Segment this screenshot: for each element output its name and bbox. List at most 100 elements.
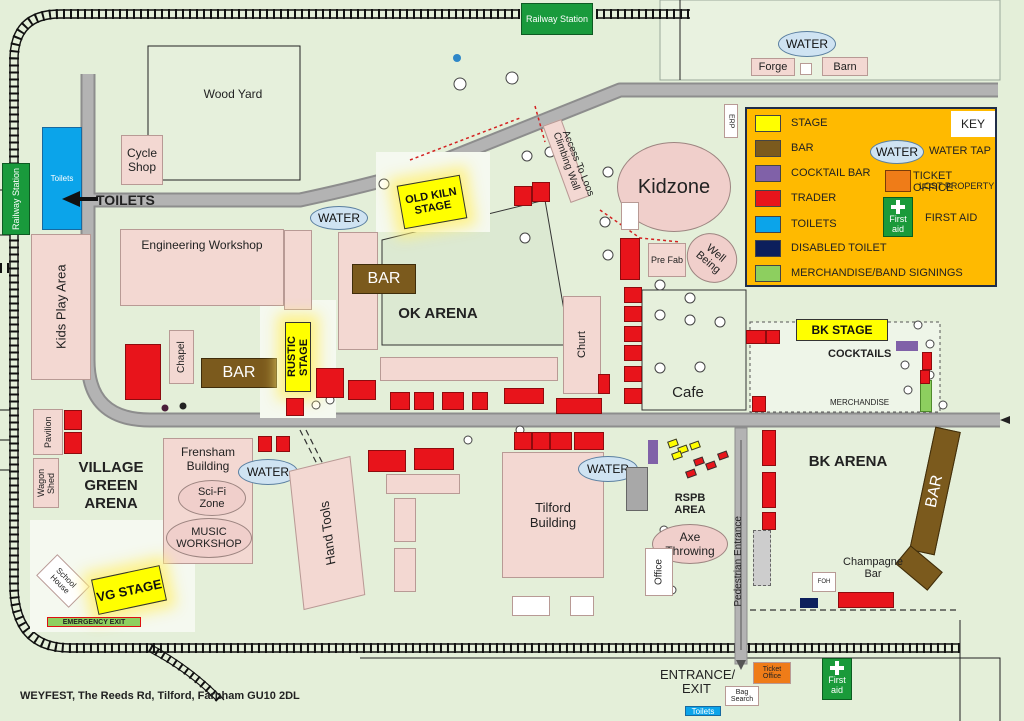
ticket-office: Ticket Office: [753, 662, 791, 684]
ticket-office-swatch: [885, 170, 911, 192]
pavilion: Pavilion: [33, 409, 63, 455]
address-footer: WEYFEST, The Reeds Rd, Tilford, Farnham …: [20, 690, 300, 702]
toilets-block-left: Toilets: [42, 127, 82, 230]
trader-stall: [316, 368, 344, 398]
portacabin: [626, 467, 648, 511]
cocktail-bar-swatch: [755, 164, 781, 182]
trader-stall: [556, 398, 602, 414]
trader-swatch: [755, 189, 781, 207]
kidzone-hut: [621, 202, 639, 230]
merchandise-label: MERCHANDISE: [830, 398, 890, 407]
trader-stall: [624, 306, 642, 322]
toilets-entrance: Toilets: [685, 706, 721, 716]
rustic-stage: RUSTIC STAGE: [285, 322, 311, 392]
kidzone: Kidzone: [617, 142, 731, 232]
ok-arena-front-building: [380, 357, 558, 381]
trader-stall: [514, 186, 532, 206]
erp-building: ERP: [724, 104, 738, 138]
legend-bar: BAR: [755, 139, 814, 157]
trader-stall: [472, 392, 488, 410]
trader-stall: [624, 326, 642, 342]
cocktails-label: COCKTAILS: [828, 348, 892, 360]
cocktail-bar: [896, 341, 918, 351]
trader-stall: [624, 345, 642, 361]
foh-box: FOH: [812, 572, 836, 592]
queue-barrier: [753, 530, 771, 586]
champagne-bar-label: Champagne Bar: [843, 556, 903, 581]
trader-stall: [762, 430, 776, 466]
bag-search: Bag Search: [725, 686, 759, 706]
tent: [386, 474, 460, 494]
office: Office: [645, 548, 673, 596]
legend-merchandise: MERCHANDISE/BAND SIGNINGS: [755, 264, 963, 282]
music-workshop: MUSIC WORKSHOP: [166, 518, 252, 558]
trader-stall: [258, 436, 272, 452]
tent: [394, 498, 416, 542]
trader-stall: [574, 432, 604, 450]
trader-stall: [125, 344, 161, 400]
bk-stage: BK STAGE: [796, 319, 888, 341]
village-green-arena-label: VILLAGE GREEN ARENA: [78, 459, 144, 512]
trader-stall: [598, 374, 610, 394]
cocktail-bar: [648, 440, 658, 464]
trader-stall: [838, 592, 894, 608]
legend-first-aid: FIRST AID: [925, 212, 978, 224]
legend-title: KEY: [951, 111, 995, 137]
water-tap: WATER: [310, 206, 368, 230]
map-legend: KEY STAGE BAR COCKTAIL BAR TRADER TOILET…: [745, 107, 997, 287]
trader-stall: [276, 436, 290, 452]
cycle-shop: Cycle Shop: [121, 135, 163, 185]
trader-stall: [64, 410, 82, 430]
trader-stall: [624, 366, 642, 382]
legend-disabled-toilet: DISABLED TOILET: [755, 239, 887, 257]
railway-station-left: Railway Station: [2, 163, 30, 235]
emergency-exit: EMERGENCY EXIT: [47, 617, 141, 627]
forge-annex: [800, 63, 812, 75]
toilets-arrow-icon: [62, 191, 98, 207]
legend-toilets: TOILETS: [755, 215, 837, 233]
trader-stall: [624, 287, 642, 303]
tent: [512, 596, 550, 616]
legend-water-icon: WATER: [870, 140, 924, 164]
trader-stall: [514, 432, 532, 450]
bar-rustic: BAR: [201, 358, 277, 388]
barn-building: Barn: [822, 57, 868, 76]
trader-stall: [920, 370, 930, 384]
engineering-workshop: Engineering Workshop: [120, 229, 284, 306]
churt-building: Churt: [563, 296, 601, 394]
toilets-swatch: [755, 215, 781, 233]
stage-swatch: [755, 114, 781, 132]
wood-yard-label: Wood Yard: [203, 87, 263, 101]
legend-water-label: WATER TAP: [929, 145, 991, 157]
legend-trader: TRADER: [755, 189, 836, 207]
legend-ticket-office: TICKET OFFICE: [913, 170, 954, 195]
trader-stall: [286, 398, 304, 416]
trader-stall: [368, 450, 406, 472]
entrance-exit-label: ENTRANCE/EXIT: [660, 667, 736, 697]
toilets-label: TOILETS: [96, 192, 155, 208]
kids-play-area: Kids Play Area: [31, 234, 91, 380]
bar-ok-arena: BAR: [352, 264, 416, 294]
trader-stall: [746, 330, 766, 344]
rspb-area-label: RSPB AREA: [674, 492, 706, 517]
disabled-toilet: [800, 598, 818, 608]
trader-stall: [390, 392, 410, 410]
trader-stall: [348, 380, 376, 400]
tent: [394, 548, 416, 592]
merchandise-swatch: [755, 264, 781, 282]
forge-building: Forge: [751, 58, 795, 76]
trader-stall: [624, 388, 642, 404]
pedestrian-entrance-label: Pedestrian Entrance: [733, 516, 744, 607]
cafe-label: Cafe: [672, 384, 704, 401]
water-tap: WATER: [778, 31, 836, 57]
legend-cocktail-bar: COCKTAIL BAR: [755, 164, 870, 182]
workshop-annex: [284, 230, 312, 310]
chapel: Chapel: [169, 330, 194, 384]
ok-arena-label: OK ARENA: [398, 305, 478, 322]
trader-stall: [414, 448, 454, 470]
trader-stall: [532, 432, 550, 450]
trader-stall: [64, 432, 82, 454]
trader-stall: [762, 512, 776, 530]
